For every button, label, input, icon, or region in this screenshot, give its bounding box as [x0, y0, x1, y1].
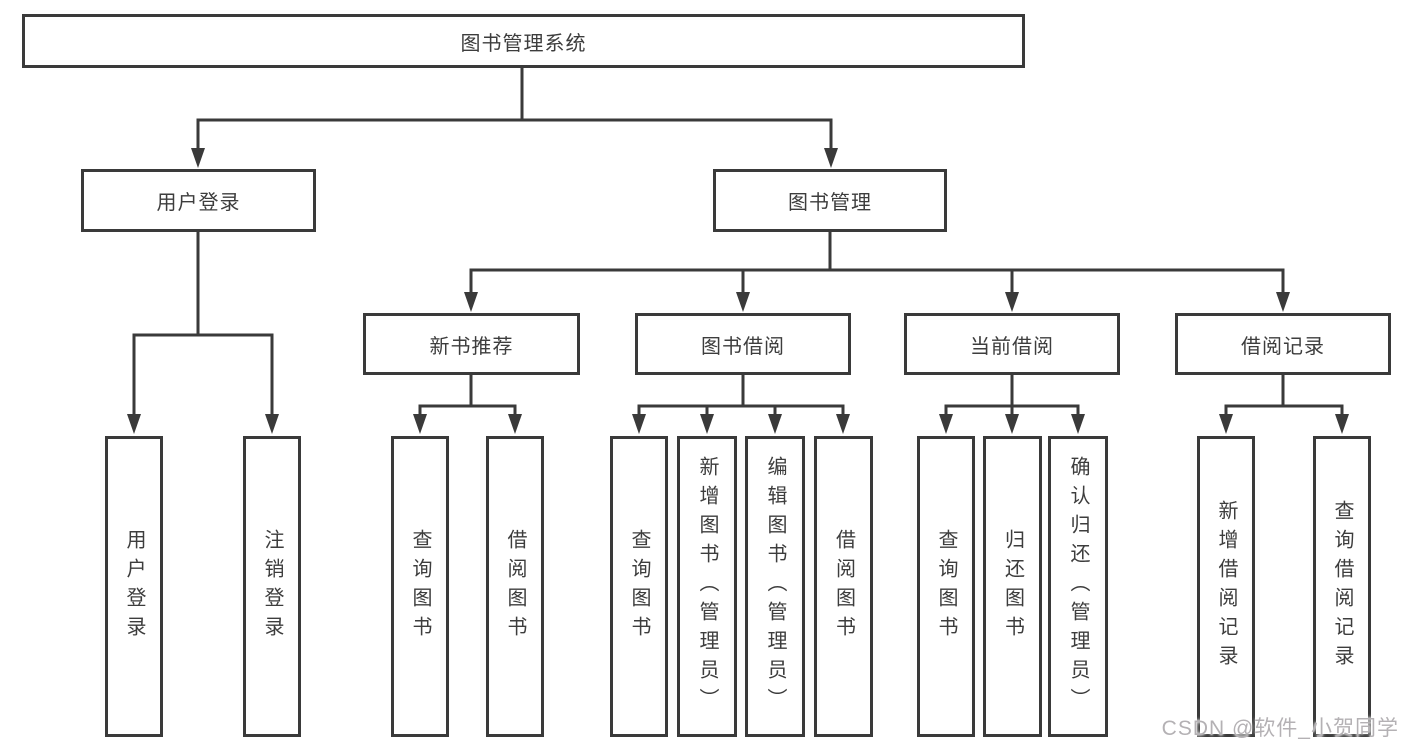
node-label: 用户登录 — [123, 528, 145, 645]
node-leaf-borrow-borrow: 借阅图书 — [814, 436, 873, 737]
node-borrow-records: 借阅记录 — [1175, 313, 1391, 375]
node-leaf-borrow-query: 查询图书 — [610, 436, 668, 737]
node-leaf-borrow-add: 新增图书（管理员） — [677, 436, 737, 737]
node-label: 图书管理 — [788, 192, 872, 214]
node-label: 编辑图书（管理员） — [764, 456, 786, 717]
node-label: 查询图书 — [935, 528, 957, 645]
node-label: 查询借阅记录 — [1331, 499, 1353, 674]
node-label: 用户登录 — [156, 192, 241, 214]
node-label: 确认归还（管理员） — [1067, 456, 1089, 717]
node-label: 借阅图书 — [504, 528, 526, 645]
csdn-watermark: CSDN @软件_小贺同学 — [1161, 717, 1399, 740]
node-leaf-current-query: 查询图书 — [917, 436, 975, 737]
node-label: 借阅图书 — [832, 528, 855, 645]
node-current-borrow: 当前借阅 — [904, 313, 1120, 375]
node-leaf-recommend-query: 查询图书 — [391, 436, 449, 737]
node-label: 新增借阅记录 — [1215, 499, 1237, 674]
node-label: 新增图书（管理员） — [696, 456, 718, 717]
node-leaf-records-add: 新增借阅记录 — [1197, 436, 1255, 737]
node-leaf-current-return: 归还图书 — [983, 436, 1042, 737]
node-label: 当前借阅 — [970, 335, 1054, 358]
node-label: 归还图书 — [1001, 528, 1024, 645]
node-label: 新书推荐 — [429, 335, 514, 358]
node-label: 查询图书 — [628, 528, 650, 645]
node-leaf-current-confirm: 确认归还（管理员） — [1048, 436, 1108, 737]
node-label: 注销登录 — [261, 528, 283, 645]
node-user-login: 用户登录 — [81, 169, 316, 232]
node-label: 查询图书 — [409, 528, 431, 645]
node-leaf-logout: 注销登录 — [243, 436, 301, 737]
node-leaf-recommend-borrow: 借阅图书 — [486, 436, 544, 737]
node-label: 图书管理系统 — [460, 32, 587, 55]
node-leaf-user-login: 用户登录 — [105, 436, 163, 737]
node-root: 图书管理系统 — [22, 14, 1025, 68]
node-label: 图书借阅 — [701, 335, 785, 358]
node-new-book-recommend: 新书推荐 — [363, 313, 580, 375]
node-leaf-borrow-edit: 编辑图书（管理员） — [745, 436, 805, 737]
node-book-borrow: 图书借阅 — [635, 313, 851, 375]
node-label: 借阅记录 — [1241, 335, 1325, 358]
node-book-management: 图书管理 — [713, 169, 947, 232]
node-leaf-records-query: 查询借阅记录 — [1313, 436, 1371, 737]
